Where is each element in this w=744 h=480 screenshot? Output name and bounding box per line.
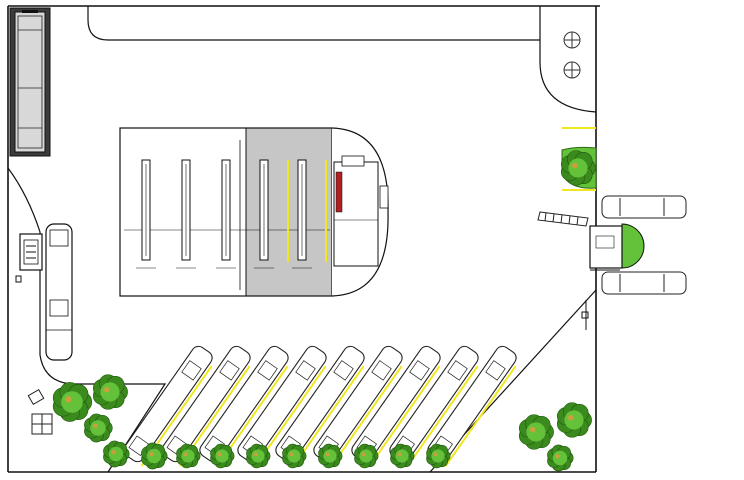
bus-icon — [389, 345, 479, 467]
gatehouse — [589, 223, 645, 271]
road-kerb-right — [539, 6, 597, 113]
bench-symbols — [27, 388, 53, 435]
road-kerb-left — [7, 167, 167, 473]
tree-icon — [52, 382, 93, 422]
terminal-building — [119, 127, 389, 297]
tree-icon — [103, 440, 130, 468]
platform-markings — [287, 160, 327, 262]
tree-icon — [390, 443, 415, 469]
barrier-arm — [537, 211, 589, 227]
bus-icon — [351, 345, 441, 467]
platform-2 — [176, 159, 196, 269]
parked-bus-left — [45, 223, 73, 361]
tree-icon — [246, 443, 271, 469]
diagonal-bus-bays — [123, 345, 517, 467]
platform-3 — [216, 159, 236, 269]
road-kerb-top — [87, 6, 540, 41]
car-icon — [601, 195, 687, 295]
platform-1 — [136, 159, 156, 269]
platform-group — [136, 159, 312, 269]
tree-icon — [318, 443, 343, 469]
tree-icon — [354, 443, 379, 469]
tree-group — [52, 150, 596, 472]
tree-icon — [84, 413, 113, 443]
tree-icon — [426, 443, 451, 469]
platform-5 — [292, 159, 312, 269]
tree-icon — [92, 374, 128, 410]
tree-icon — [556, 402, 592, 438]
entry-gate-bottom — [581, 300, 589, 330]
ticket-booth — [15, 233, 43, 283]
tree-icon — [282, 443, 307, 469]
tree-icon — [547, 444, 574, 472]
platform-4 — [254, 159, 274, 269]
hydrant-symbol-icon — [563, 31, 581, 79]
site-boundary — [7, 5, 600, 473]
parked-bus-top-left — [9, 7, 51, 157]
tree-icon — [141, 442, 168, 470]
tree-icon — [560, 150, 596, 186]
tree-icon — [210, 443, 235, 469]
tree-icon — [518, 414, 554, 450]
tree-icon — [176, 443, 201, 469]
